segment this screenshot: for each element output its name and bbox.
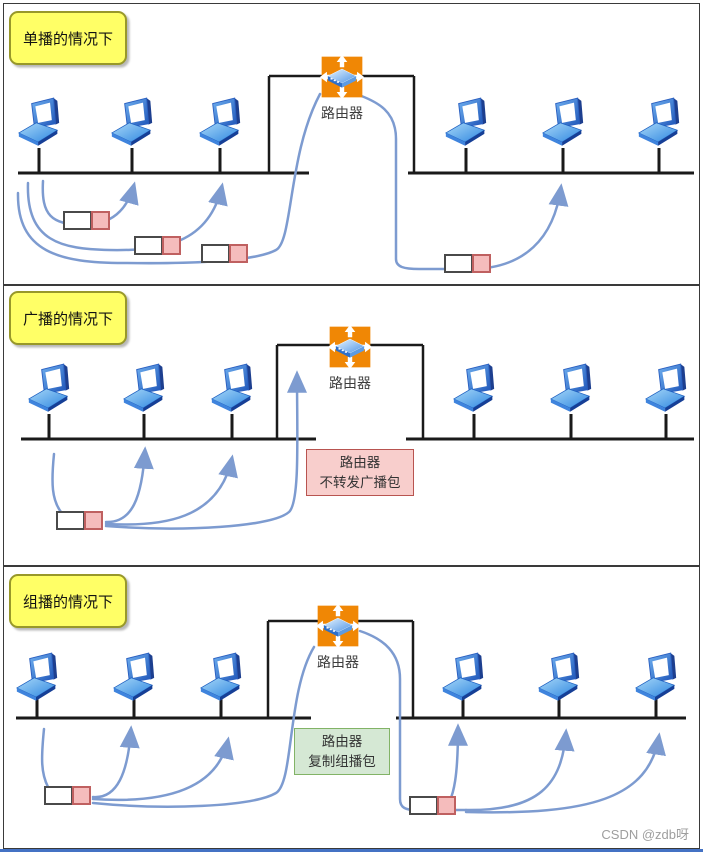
note-line-2: 复制组播包 [308,753,376,769]
panel-unicast: 单播的情况下 路由器 [3,3,700,285]
panel-multicast: 组播的情况下 路由器 路由器 复制组播包 CSDN @zdb呀 [3,566,700,849]
packet-icon [56,511,103,530]
laptop-icon [441,649,485,703]
bus-lines [21,414,694,441]
laptop-icon [537,649,581,703]
packet-icon [134,236,181,255]
router-no-forward-note: 路由器 不转发广播包 [306,449,414,497]
watermark: CSDN @zdb呀 [601,827,689,842]
packet-icon [409,796,456,815]
packet-icon [44,786,91,805]
laptop-icon [444,94,488,148]
laptop-icon [27,360,71,414]
packet-icon [63,211,110,230]
panel-title-label: 单播的情况下 [22,30,113,48]
laptop-icon [549,360,593,414]
panel-title-broadcast: 广播的情况下 [9,291,127,345]
bus-lines [18,148,694,175]
note-line-1: 路由器 [339,455,381,470]
router-icon [319,54,365,100]
router-label: 路由器 [329,375,371,391]
laptop-icon [644,360,688,414]
packet-icon [201,244,248,263]
bus-lines [16,693,686,720]
router-icon [327,324,373,370]
panel-title-label: 组播的情况下 [22,593,113,611]
laptop-icon [112,649,156,703]
laptop-icon [17,94,61,148]
broadcast-wire-layer [21,343,694,530]
laptop-icon [198,94,242,148]
laptop-icon [637,94,681,148]
note-line-2: 不转发广播包 [319,474,401,490]
laptop-icon [452,360,496,414]
note-line-1: 路由器 [321,734,363,749]
laptop-icon [210,360,254,414]
laptop-icon [541,94,585,148]
bottom-accent-bar [0,849,703,852]
panel-broadcast: 广播的情况下 路由器 路由器 不转发广播包 [3,285,700,566]
laptop-icon [634,649,678,703]
laptop-icon [199,649,243,703]
panel-title-multicast: 组播的情况下 [9,574,127,628]
router-icon [315,603,361,649]
laptop-icon [122,360,166,414]
panel-title-label: 广播的情况下 [22,310,113,328]
packet-flows [51,370,308,530]
laptop-icon [15,649,59,703]
laptop-icon [110,94,154,148]
router-label: 路由器 [321,105,363,121]
router-copy-note: 路由器 复制组播包 [294,728,390,776]
panel-title-unicast: 单播的情况下 [9,11,127,65]
packet-icon [444,254,491,273]
router-label: 路由器 [317,654,359,670]
